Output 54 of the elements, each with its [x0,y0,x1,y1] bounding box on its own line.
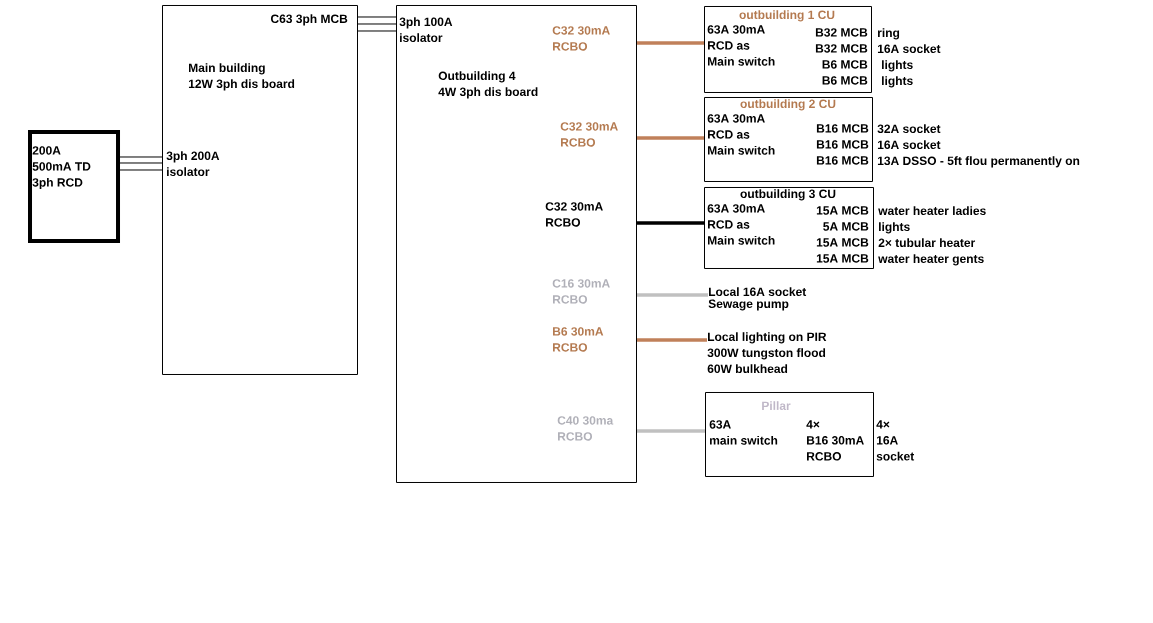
circuit-label: Local lighting on PIR 300W tungston flood 60W bulkhead [707,332,827,373]
breaker-label: C63 3ph MCB [270,14,348,26]
circuit-label: Local 16A socket Sewage pump [708,287,807,311]
unit-title: outbuilding 3 CU [740,189,836,201]
breaker-label: B32 MCB [815,28,868,37]
cable [119,156,163,171]
circuit-label: lights [882,60,913,72]
unit-title: Pillar [762,401,791,410]
cable [637,429,705,433]
breaker-label: 15A MCB [816,254,869,263]
breaker-label: B16 MCB [816,124,869,133]
circuit-label: 32A socket [877,124,941,134]
cable [637,136,704,140]
cable [637,293,708,297]
rcd-label: 200A 500mA TD 3ph RCD [32,146,91,190]
board-label: Main building 12W 3ph dis board [188,63,295,91]
breaker-label: 5A MCB [823,222,869,231]
main-switch-label: 63A main switch [709,420,778,445]
rcbo-label: C32 30mA RCBO [552,26,610,51]
cable [637,338,707,342]
breaker-label: B6 MCB [822,76,868,85]
circuit-label: 16A socket [877,140,941,149]
cable [637,221,704,225]
rcbo-label: 4× B16 30mA RCBO [806,420,864,461]
breaker-label: B6 MCB [822,60,868,69]
circuit-label: water heater ladies [878,206,986,215]
circuit-label: water heater gents [878,254,984,266]
main-switch-label: 63A 30mA RCD as Main switch [707,204,775,245]
circuit-label: 4× 16A socket [876,420,915,461]
unit-title: outbuilding 1 CU [739,10,835,22]
breaker-label: B16 MCB [816,140,869,149]
main-switch-label: 63A 30mA RCD as Main switch [707,114,775,155]
rcbo-label: C32 30mA RCBO [560,122,618,147]
isolator-label: 3ph 200A isolator [166,151,220,176]
cable [357,16,397,32]
cable [637,41,704,45]
rcbo-label: C16 30mA RCBO [552,279,610,304]
circuit-label: ring [878,28,900,40]
rcbo-label: C32 30mA RCBO [545,202,603,227]
rcbo-label: C40 30ma RCBO [557,416,614,441]
circuit-label: 2× tubular heater [878,238,976,247]
breaker-label: B32 MCB [815,44,868,53]
unit-title: outbuilding 2 CU [740,99,836,111]
circuit-label: lights [882,76,913,88]
board-label: Outbuilding 4 4W 3ph dis board [438,71,538,99]
breaker-label: B16 MCB [816,156,869,165]
rcbo-label: B6 30mA RCBO [553,327,604,352]
breaker-label: 15A MCB [816,238,869,247]
circuit-label: lights [879,222,910,234]
circuit-label: 13A DSSO - 5ft flou permanently on [877,156,1080,168]
circuit-label: 16A socket [877,44,941,53]
isolator-label: 3ph 100A isolator [399,17,453,42]
main-switch-label: 63A 30mA RCD as Main switch [707,25,775,66]
breaker-label: 15A MCB [816,206,869,215]
